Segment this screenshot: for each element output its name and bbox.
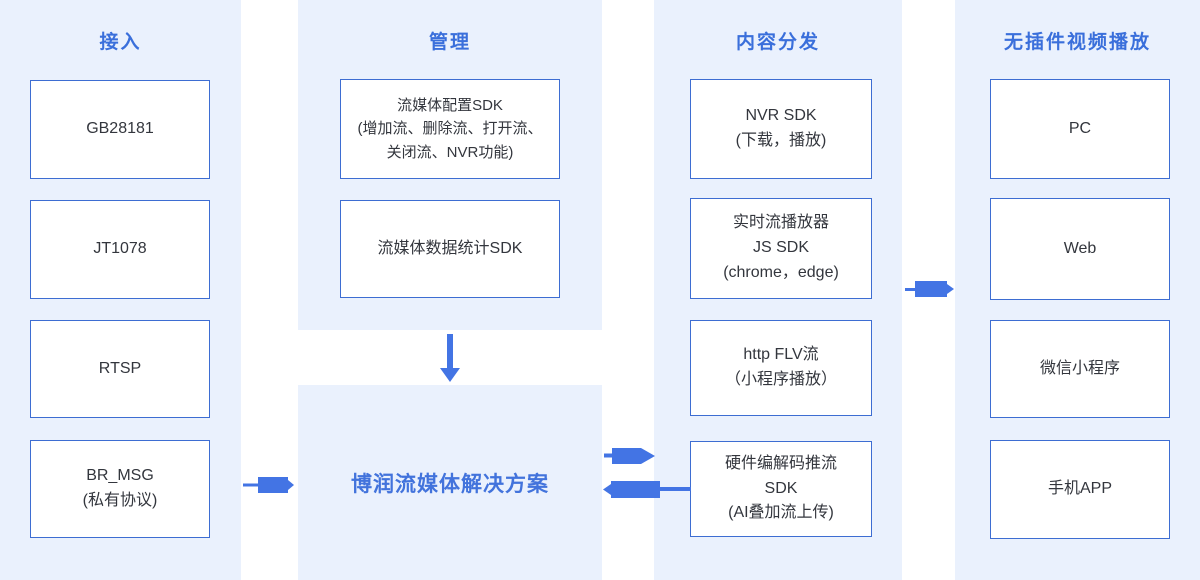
node-label: PC (1068, 119, 1092, 137)
node-label: 实时流播放器 (732, 214, 829, 232)
node-label: http FLV流 (743, 346, 819, 364)
panel-title-playback: 无插件视频播放 (1003, 32, 1151, 53)
node-gb28181: GB28181 (30, 80, 210, 179)
panel-title-distribute: 内容分发 (735, 32, 820, 53)
panel-title-access: 接入 (99, 32, 142, 53)
node-rtsp: RTSP (30, 320, 210, 418)
arrow-right-icon (905, 279, 955, 299)
node-wechat-miniprogram: 微信小程序 (990, 320, 1170, 418)
node-pc: PC (990, 79, 1170, 179)
node-realtime-player-js-sdk: 实时流播放器 JS SDK (chrome，edge) (690, 198, 872, 299)
arrow-down-icon (440, 334, 460, 382)
node-label: 硬件编解码推流 (724, 454, 837, 472)
node-label: (AI叠加流上传) (728, 504, 834, 522)
node-label: 手机APP (1047, 480, 1113, 498)
panel-manage: 管理 流媒体配置SDK (增加流、删除流、打开流、 关闭流、NVR功能) 流媒体… (298, 0, 602, 330)
node-label: 关闭流、NVR功能) (386, 143, 514, 161)
node-hw-codec-push-sdk: 硬件编解码推流 SDK (AI叠加流上传) (690, 441, 872, 537)
node-stream-config-sdk: 流媒体配置SDK (增加流、删除流、打开流、 关闭流、NVR功能) (340, 79, 560, 179)
node-br-msg: BR_MSG (私有协议) (30, 440, 210, 538)
node-label: RTSP (98, 359, 142, 377)
node-label: 流媒体配置SDK (397, 97, 503, 115)
panel-playback: 无插件视频播放 PC Web 微信小程序 手机APP (955, 0, 1200, 580)
node-stream-stats-sdk: 流媒体数据统计SDK (340, 200, 560, 298)
node-label: JS SDK (752, 239, 809, 257)
node-web: Web (990, 198, 1170, 300)
node-label: SDK (764, 479, 798, 497)
node-mobile-app: 手机APP (990, 440, 1170, 539)
node-label: 流媒体数据统计SDK (377, 239, 523, 257)
arrow-right-icon (243, 476, 295, 494)
arrow-right-icon (604, 447, 656, 465)
panel-access: 接入 GB28181 JT1078 RTSP BR_MSG (私有协议) (0, 0, 241, 580)
arrow-left-icon (603, 480, 691, 500)
node-http-flv: http FLV流 （小程序播放） (690, 320, 872, 416)
node-label: （小程序播放） (724, 371, 837, 388)
node-label: 微信小程序 (1039, 359, 1120, 377)
node-jt1078: JT1078 (30, 200, 210, 299)
node-label: JT1078 (93, 240, 147, 258)
panel-distribute: 内容分发 NVR SDK (下载，播放) 实时流播放器 JS SDK (chro… (654, 0, 902, 580)
node-label: BR_MSG (86, 467, 154, 485)
panel-title-manage: 管理 (428, 32, 471, 53)
node-label: (私有协议) (82, 492, 158, 509)
node-label: GB28181 (86, 120, 154, 138)
node-nvr-sdk: NVR SDK (下载，播放) (690, 79, 872, 179)
node-label: NVR SDK (745, 107, 817, 125)
node-label: Web (1063, 239, 1097, 257)
node-label: (增加流、删除流、打开流、 (357, 120, 543, 138)
node-label: (下载，播放) (735, 132, 827, 149)
node-label: (chrome，edge) (723, 263, 839, 281)
panel-solution: 博润流媒体解决方案 (298, 385, 602, 580)
solution-title: 博润流媒体解决方案 (351, 472, 549, 496)
